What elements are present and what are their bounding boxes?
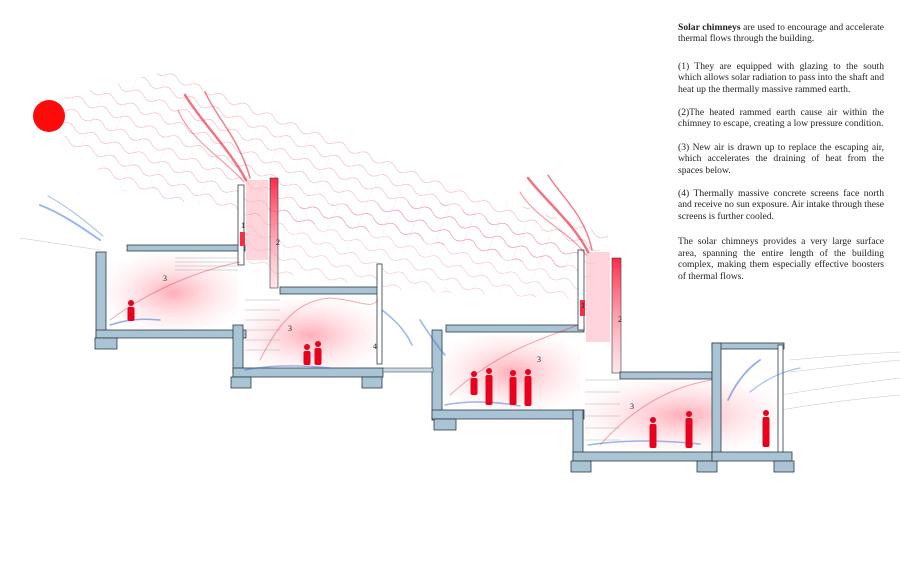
right-chimney-glazing	[577, 249, 585, 331]
left-lower-screen	[376, 263, 383, 365]
person-figure	[762, 410, 770, 447]
north-pavilion-screen	[777, 344, 784, 456]
left-lower-footing-a	[230, 376, 252, 389]
left-upper-roof	[126, 244, 246, 252]
label-3-right-lower: 3	[630, 402, 634, 411]
person-figure	[685, 411, 693, 448]
label-3-left-upper: 3	[163, 274, 167, 283]
person-figure	[470, 371, 478, 395]
left-lower-floor	[232, 367, 384, 378]
right-lower-floor	[572, 451, 720, 462]
person-figure	[649, 417, 657, 448]
right-lower-roof	[619, 371, 713, 380]
right-chimney-rammed-earth	[611, 257, 622, 374]
north-pavilion-roof	[711, 342, 785, 350]
right-lower-footing-a	[570, 460, 592, 473]
person-figure	[524, 369, 532, 406]
intro-title: Solar chimneys	[678, 22, 741, 33]
label-2-left: 2	[276, 238, 280, 247]
person-figure	[303, 344, 311, 365]
intro-text: are used to encourage and accelerate the…	[678, 22, 885, 45]
north-pavilion-floor	[711, 451, 793, 462]
person-figure	[509, 370, 517, 405]
point-1: (1) They are equipped with glazing to th…	[678, 60, 884, 95]
person-figure	[127, 300, 135, 321]
left-upper-floor	[95, 329, 247, 339]
right-lower-footing-b	[696, 460, 718, 473]
left-upper-wall	[95, 251, 107, 341]
person-figure	[485, 368, 493, 405]
people	[127, 300, 770, 448]
label-3-right-upper: 3	[537, 355, 541, 364]
left-chimney-glazing	[237, 184, 245, 266]
solar-radiation-band-2	[240, 200, 600, 300]
left-lower-wall	[232, 324, 244, 374]
right-upper-floor	[431, 409, 585, 420]
right-upper-footing	[433, 418, 457, 431]
label-4-left: 4	[373, 342, 377, 351]
left-chimney-heat	[246, 180, 268, 260]
right-building	[382, 249, 795, 473]
diagram-labels: 1 2 3 3 4 1 2 3 3	[163, 221, 634, 411]
left-upper-footing	[94, 337, 118, 350]
sun-icon	[33, 100, 65, 132]
north-pavilion-wall	[711, 342, 722, 459]
label-2-right: 2	[618, 315, 622, 324]
description-panel: Solar chimneys are used to encourage and…	[678, 22, 884, 294]
point-2: (2)The heated rammed earth cause air wit…	[678, 107, 884, 130]
left-chimney-rammed-earth	[269, 177, 279, 289]
label-1-left: 1	[241, 221, 245, 230]
label-1-right: 1	[581, 301, 585, 310]
point-4: (4) Thermally massive concrete screens f…	[678, 188, 884, 222]
intro-paragraph: Solar chimneys are used to encourage and…	[678, 22, 884, 45]
summary-paragraph: The solar chimneys provides a very large…	[678, 236, 884, 282]
terrain-lines	[19, 237, 900, 411]
north-pavilion-footing	[773, 460, 795, 473]
warm-air-plumes	[109, 91, 713, 446]
label-3-left-lower: 3	[288, 324, 292, 333]
point-3: (3) New air is drawn up to replace the e…	[678, 141, 884, 176]
left-lower-roof	[279, 286, 381, 295]
left-lower-footing-b	[361, 376, 383, 389]
person-figure	[314, 341, 322, 365]
